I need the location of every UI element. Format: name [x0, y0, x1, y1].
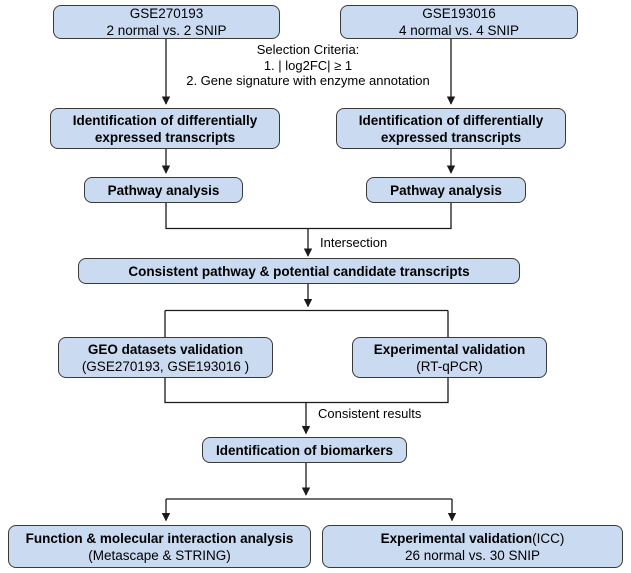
node-experimental-validation: Experimental validation (RT-qPCR): [352, 337, 547, 378]
node-function-analysis-line2: (Metascape & STRING): [88, 547, 231, 563]
node-identification-left-line2: expressed transcripts: [94, 129, 236, 145]
selection-criteria-line3: 2. Gene signature with enzyme annotation: [186, 73, 430, 88]
node-geo-validation: GEO datasets validation (GSE270193, GSE1…: [58, 337, 273, 378]
node-pathway-left: Pathway analysis: [84, 177, 243, 203]
node-gse270193: GSE270193 2 normal vs. 2 SNIP: [53, 5, 280, 39]
node-experimental-validation-line2: (RT-qPCR): [416, 358, 483, 374]
node-gse270193-line1: GSE270193: [129, 6, 204, 21]
node-pathway-right-line1: Pathway analysis: [390, 182, 502, 198]
node-biomarkers-line1: Identification of biomarkers: [215, 442, 394, 458]
node-consistent-pathway-line1: Consistent pathway & potential candidate…: [128, 263, 470, 279]
node-pathway-right: Pathway analysis: [366, 177, 526, 203]
node-experimental-validation-icc-line1: Experimental validation(ICC): [381, 530, 565, 547]
selection-criteria-line1: Selection Criteria:: [256, 42, 360, 57]
node-gse193016-line2: 4 normal vs. 4 SNIP: [398, 23, 520, 38]
node-consistent-pathway: Consistent pathway & potential candidate…: [78, 258, 520, 284]
node-experimental-validation-icc-line2: 26 normal vs. 30 SNIP: [404, 547, 541, 563]
node-identification-left: Identification of differentially express…: [50, 108, 280, 149]
node-experimental-validation-icc-line1-bold: Experimental validation: [380, 530, 533, 546]
node-identification-right: Identification of differentially express…: [336, 108, 566, 149]
node-geo-validation-line2: (GSE270193, GSE193016 ): [81, 358, 250, 374]
intersection-label: Intersection: [320, 235, 388, 250]
node-function-analysis: Function & molecular interaction analysi…: [8, 525, 311, 568]
node-gse193016: GSE193016 4 normal vs. 4 SNIP: [340, 5, 578, 39]
node-experimental-validation-icc-line1-regular: (ICC): [532, 530, 565, 546]
selection-criteria-label: Selection Criteria: 1. | log2FC| ≥ 1 2. …: [163, 42, 453, 89]
node-biomarkers: Identification of biomarkers: [202, 437, 407, 463]
node-identification-right-line1: Identification of differentially: [358, 112, 544, 128]
node-geo-validation-line1: GEO datasets validation: [87, 341, 244, 357]
consistent-results-label: Consistent results: [318, 406, 422, 421]
node-function-analysis-line1: Function & molecular interaction analysi…: [25, 530, 294, 546]
selection-criteria-line2: 1. | log2FC| ≥ 1: [263, 57, 353, 73]
node-gse193016-line1: GSE193016: [422, 6, 496, 21]
node-experimental-validation-line1: Experimental validation: [373, 341, 526, 357]
node-gse270193-line2: 2 normal vs. 2 SNIP: [106, 23, 227, 38]
node-identification-right-line2: expressed transcripts: [380, 129, 522, 145]
node-identification-left-line1: Identification of differentially: [72, 112, 258, 128]
node-experimental-validation-icc: Experimental validation(ICC) 26 normal v…: [322, 525, 623, 568]
node-pathway-left-line1: Pathway analysis: [107, 182, 220, 198]
